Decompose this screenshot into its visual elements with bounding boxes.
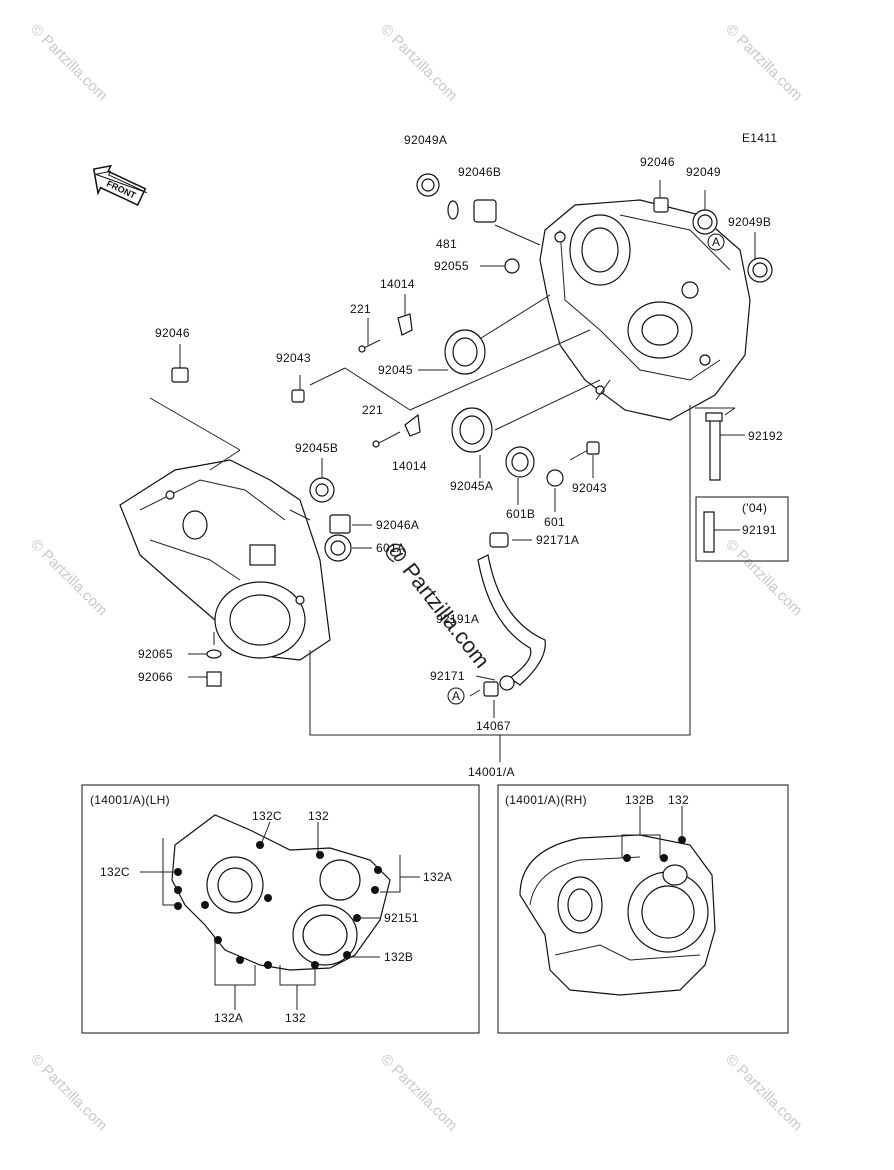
label-14001A: 14001/A (468, 765, 515, 779)
label-221-b: 221 (362, 403, 383, 417)
part-labels: 92049A 92046B 481 92055 92046 92049 9204… (138, 133, 783, 779)
label-92045B: 92045B (295, 441, 338, 455)
label-92049: 92049 (686, 165, 721, 179)
label-92049B: 92049B (728, 215, 771, 229)
leader-lines (149, 175, 756, 762)
label-14067: 14067 (476, 719, 511, 733)
label-92049A: 92049A (404, 133, 447, 147)
lh-label-132-bottom: 132 (285, 1011, 306, 1025)
label-92045: 92045 (378, 363, 413, 377)
label-92065: 92065 (138, 647, 173, 661)
label-92043-a: 92043 (276, 351, 311, 365)
lh-label-92151: 92151 (384, 911, 419, 925)
label-601A: 601A (376, 541, 405, 555)
label-92192: 92192 (748, 429, 783, 443)
label-14014-a: 14014 (380, 277, 415, 291)
svg-text:A: A (712, 235, 720, 249)
label-92046A: 92046A (376, 518, 419, 532)
label-92045A: 92045A (450, 479, 493, 493)
watermark: © Partzilla.com (377, 1051, 460, 1134)
label-92046-left: 92046 (155, 326, 190, 340)
label-221-a: 221 (350, 302, 371, 316)
crankcase-rh (539, 199, 751, 421)
rh-detail-box: (14001/A)(RH) 132B 132 (497, 784, 789, 1034)
center-watermark: @ Partzilla.com (380, 536, 495, 673)
circle-a-marker-icon: A (707, 233, 725, 251)
lh-label-132-top: 132 (308, 809, 329, 823)
watermark: © Partzilla.com (377, 21, 460, 104)
label-92043-b: 92043 (572, 481, 607, 495)
front-arrow-icon: FRONT (92, 164, 147, 206)
label-601: 601 (544, 515, 565, 529)
lh-label-132A-right: 132A (423, 870, 452, 884)
label-92055: 92055 (434, 259, 469, 273)
lh-label-132A-bottom: 132A (214, 1011, 243, 1025)
lh-detail-box: (14001/A)(LH) (81, 784, 480, 1034)
label-601B: 601B (506, 507, 535, 521)
crankcase-lh (119, 459, 331, 661)
watermark: © Partzilla.com (722, 536, 805, 619)
lh-label-132B: 132B (384, 950, 413, 964)
label-note-04: ('04) (742, 501, 767, 515)
watermark: © Partzilla.com (27, 21, 110, 104)
rh-box-title: (14001/A)(RH) (505, 793, 587, 807)
label-92066: 92066 (138, 670, 173, 684)
svg-text:A: A (452, 689, 460, 703)
watermark: © Partzilla.com (27, 536, 110, 619)
label-481: 481 (436, 237, 457, 251)
label-92046-top: 92046 (640, 155, 675, 169)
lh-label-132C-top: 132C (252, 809, 282, 823)
lh-box-title: (14001/A)(LH) (90, 793, 170, 807)
label-92171A: 92171A (536, 533, 579, 547)
label-92171: 92171 (430, 669, 465, 683)
watermark: © Partzilla.com (722, 21, 805, 104)
rh-label-132: 132 (668, 793, 689, 807)
label-92191: 92191 (742, 523, 777, 537)
label-14014-b: 14014 (392, 459, 427, 473)
watermark: © Partzilla.com (722, 1051, 805, 1134)
circle-a-marker-icon: A (447, 687, 465, 705)
label-92046B: 92046B (458, 165, 501, 179)
diagram-code: E1411 (742, 131, 777, 145)
watermark: © Partzilla.com (27, 1051, 110, 1134)
lh-label-132C-left: 132C (100, 865, 130, 879)
rh-label-132B: 132B (625, 793, 654, 807)
parts (171, 173, 789, 697)
label-92191A: 92191A (436, 612, 479, 626)
